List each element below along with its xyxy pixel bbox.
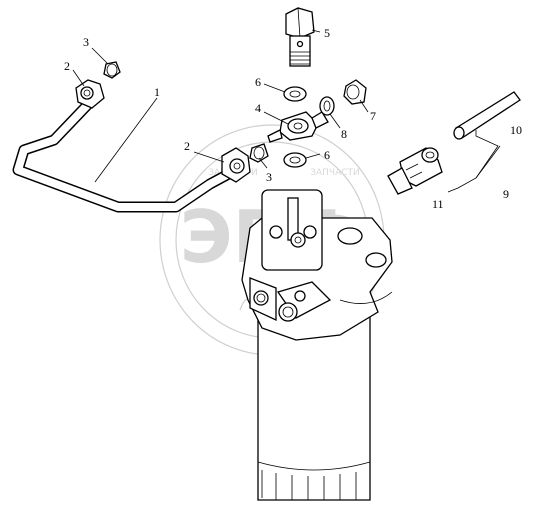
callout-4: 4 <box>255 101 261 115</box>
filter-port-left-bore <box>256 293 266 303</box>
part-2-union-nut-lower <box>221 147 251 183</box>
callout-6-upper: 6 <box>255 75 261 89</box>
callout-6-lower: 6 <box>324 148 330 162</box>
callout-1: 1 <box>154 85 160 99</box>
leader-10 <box>475 130 499 179</box>
filter-assembly <box>241 189 393 501</box>
leader-2-upper <box>72 69 85 87</box>
filter-canister-ribs <box>261 470 357 500</box>
part-10-hose <box>453 91 521 140</box>
watermark-ring-text-right: ЗАПЧАСТИ <box>310 168 360 178</box>
part-6-sealing-washer-lower <box>283 152 307 168</box>
filter-port-right-bore <box>282 306 294 318</box>
leader-7 <box>359 99 369 113</box>
callout-2-upper: 2 <box>64 59 70 73</box>
part-6-sealing-washer-upper <box>283 86 307 102</box>
bracket-hole-right <box>303 225 317 239</box>
leader-8 <box>329 113 341 129</box>
callout-labels: 1 2 2 3 3 4 5 6 6 7 8 9 10 11 <box>64 26 522 211</box>
filter-canister <box>257 305 371 501</box>
leader-9-11 <box>447 145 501 193</box>
leader-3-upper <box>91 47 109 65</box>
leader-lines <box>72 29 501 193</box>
filter-bleed-screw <box>294 290 306 302</box>
filter-port-left <box>253 290 269 306</box>
bracket-hole-left <box>269 225 283 239</box>
filter-inlet-port <box>290 232 306 248</box>
part-8-o-ring <box>319 96 335 116</box>
callout-3-lower: 3 <box>266 170 272 184</box>
callout-2-lower: 2 <box>184 139 190 153</box>
leader-2-lower <box>193 151 225 163</box>
part-11-hose-connector <box>387 147 443 195</box>
leader-4 <box>263 111 289 125</box>
leader-6-upper <box>263 83 286 93</box>
filter-side-boss-2 <box>365 252 387 268</box>
callout-5: 5 <box>324 26 330 40</box>
part-3-ferrule-lower <box>249 143 269 163</box>
leader-3-lower <box>258 157 268 169</box>
callout-3-upper: 3 <box>83 35 89 49</box>
callout-10: 10 <box>510 123 522 137</box>
leader-1 <box>94 97 158 183</box>
part-1-fuel-pipe <box>12 90 242 213</box>
callout-9: 9 <box>503 187 509 201</box>
part-5-banjo-bolt <box>285 7 315 67</box>
part-7-cap <box>343 79 367 105</box>
part-3-ferrule-upper <box>103 61 121 79</box>
filter-head-contour <box>339 291 393 304</box>
leader-6-lower <box>305 153 321 159</box>
callout-11: 11 <box>432 197 444 211</box>
filter-inlet-bore <box>294 236 302 244</box>
filter-side-boss <box>337 227 363 245</box>
part-4-banjo-fitting <box>267 111 329 143</box>
filter-canister-band <box>257 461 371 471</box>
callout-7: 7 <box>370 109 376 123</box>
leader-5 <box>311 29 321 33</box>
part-2-union-nut-upper <box>75 79 105 109</box>
callout-8: 8 <box>341 127 347 141</box>
filter-port-right <box>278 302 298 322</box>
